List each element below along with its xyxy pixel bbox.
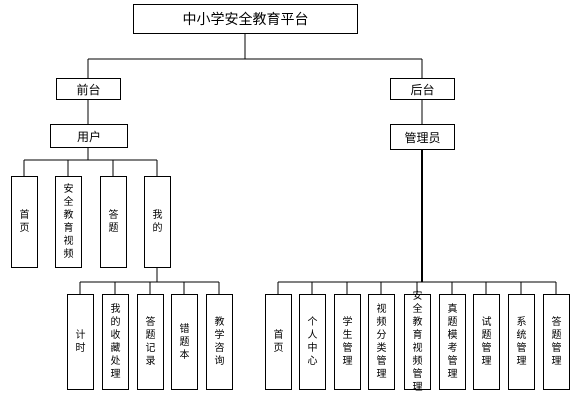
back-module-system-mgmt: 系统管理 xyxy=(508,294,535,390)
front-node: 前台 xyxy=(56,78,121,100)
back-module-safety-video-mgmt: 安全教育视频管理 xyxy=(404,291,431,393)
back-module-question-mgmt: 试题管理 xyxy=(473,294,500,390)
mine-child-wrong-book: 错题本 xyxy=(171,294,198,390)
mine-child-timer: 计时 xyxy=(67,294,94,390)
root-node-title: 中小学安全教育平台 xyxy=(133,4,358,34)
back-module-home: 首页 xyxy=(265,294,292,390)
front-module-mine: 我的 xyxy=(144,176,171,268)
back-module-mock-exam-mgmt: 真题模考管理 xyxy=(439,294,466,390)
mine-child-consult: 教学咨询 xyxy=(206,294,233,390)
user-node: 用户 xyxy=(50,124,128,148)
front-module-home: 首页 xyxy=(11,176,38,268)
back-module-student-mgmt: 学生管理 xyxy=(334,294,361,390)
back-module-personal-center: 个人中心 xyxy=(299,294,326,390)
back-node: 后台 xyxy=(390,78,455,100)
mine-child-favorites: 我的收藏处理 xyxy=(102,294,129,390)
back-module-answer-mgmt: 答题管理 xyxy=(543,294,570,390)
mine-child-answer-records: 答题记录 xyxy=(137,294,164,390)
admin-node: 管理员 xyxy=(390,124,455,150)
front-module-safety-video: 安全教育视频 xyxy=(55,176,82,268)
front-module-answer: 答题 xyxy=(100,176,127,268)
back-module-video-category-mgmt: 视频分类管理 xyxy=(368,294,395,390)
